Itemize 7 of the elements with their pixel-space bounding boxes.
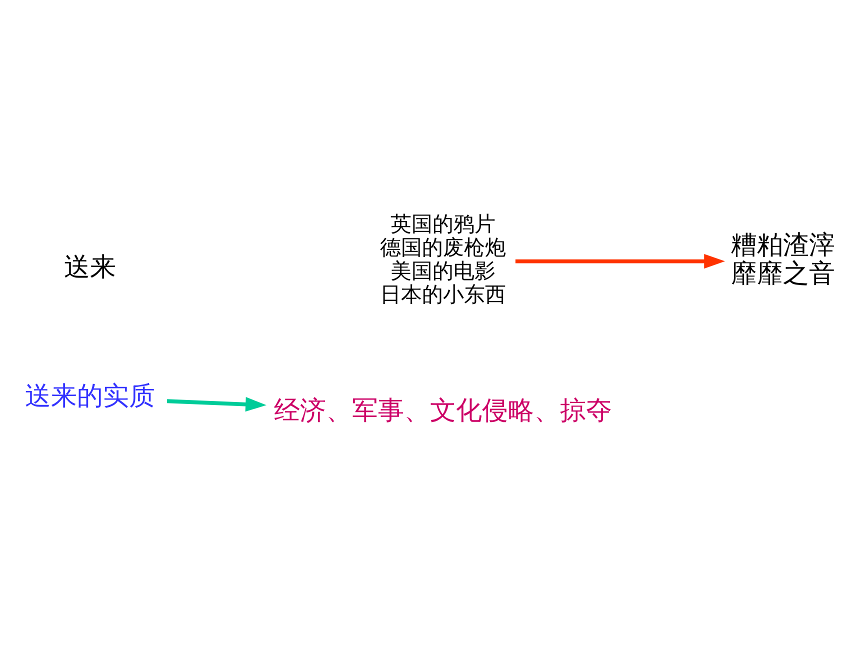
arrow: [515, 254, 725, 269]
node-text: 糟粕渣滓 靡靡之音: [730, 230, 835, 290]
node-text: 送来: [64, 252, 116, 283]
node-text: 经济、军事、文化侵略、掠夺: [274, 396, 612, 426]
node-text: 送来的实质: [25, 382, 156, 412]
node-text: 英国的鸦片 德国的废枪炮 美国的电影 日本的小东西: [380, 212, 506, 306]
arrow: [166, 397, 266, 412]
